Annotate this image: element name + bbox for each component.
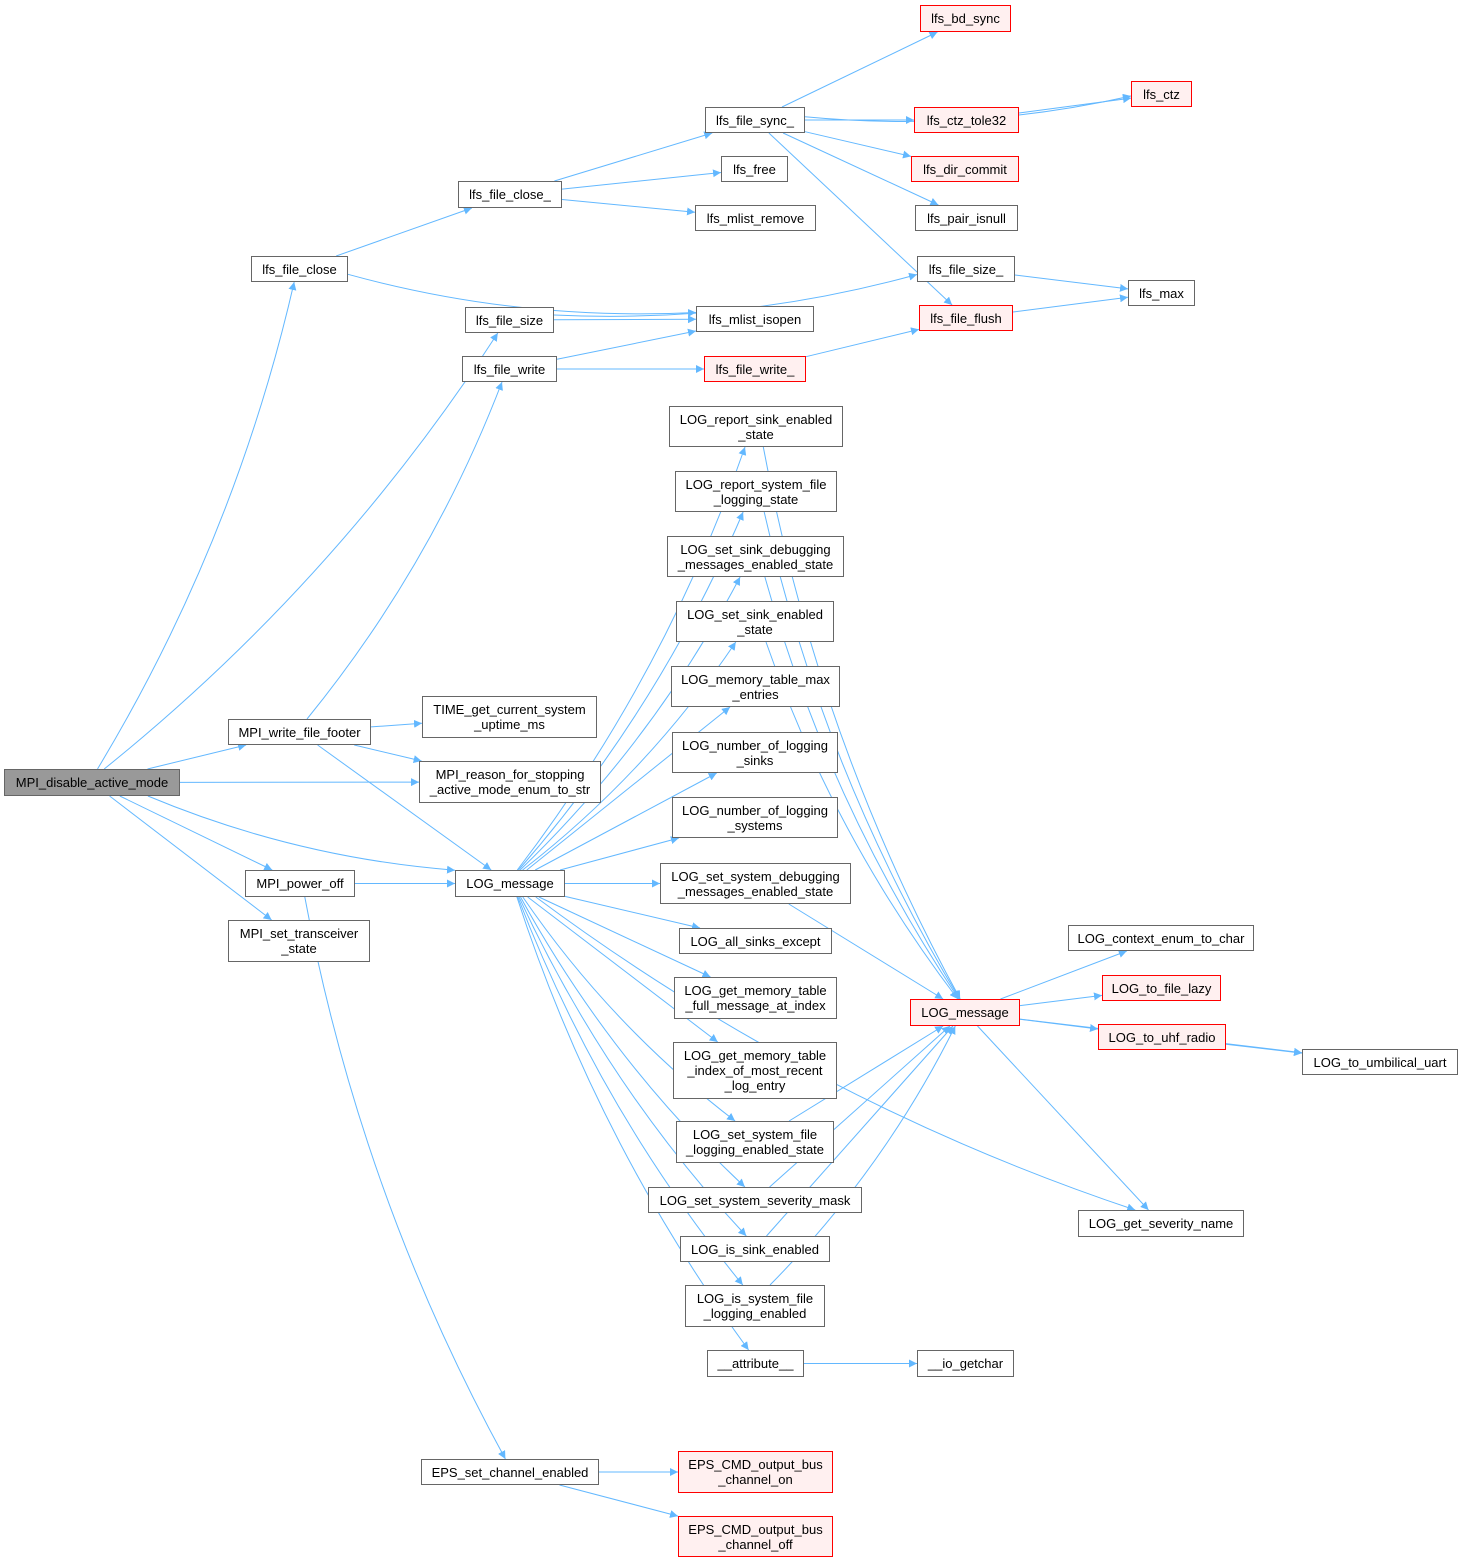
edge-lfs-file-sync--to-lfs-bd-sync <box>781 31 938 108</box>
edge-lfs-file-write-to-lfs-mlist-isopen <box>556 328 697 360</box>
node-log-get-mem-index-recent[interactable]: LOG_get_memory_table _index_of_most_rece… <box>673 1042 837 1099</box>
node-log-report-sink-enabled-state[interactable]: LOG_report_sink_enabled _state <box>669 406 843 447</box>
edge-lfs-file-flush-to-lfs-max <box>1012 294 1129 313</box>
node-log-memory-table-max-entries[interactable]: LOG_memory_table_max _entries <box>671 666 840 707</box>
node-lfs-file-flush[interactable]: lfs_file_flush <box>919 305 1013 331</box>
edge-lfs-file-sync--to-lfs-pair-isnull <box>782 132 939 206</box>
edge-lfs-file-close-to-lfs-file-close- <box>336 206 473 257</box>
edge-log-message-a-to-log-memory-table-max-entries <box>526 706 731 871</box>
edge-mpi-disable-active-mode-to-mpi-write-file-footer <box>147 743 247 770</box>
edge-log-set-system-severity-mask-to-log-message-b <box>769 1025 951 1188</box>
edge-lfs-file-write--to-lfs-file-flush <box>805 327 920 358</box>
edge-mpi-disable-active-mode-to-mpi-power-off <box>119 795 273 871</box>
edge-log-to-uhf-radio-to-log-to-umbilical-uart <box>1225 1043 1303 1057</box>
node-log-to-file-lazy[interactable]: LOG_to_file_lazy <box>1102 975 1221 1001</box>
edge-lfs-file-close--to-lfs-free <box>561 169 722 190</box>
node-lfs-file-size[interactable]: lfs_file_size <box>465 307 554 333</box>
node-attribute[interactable]: __attribute__ <box>707 1350 804 1377</box>
edge-lfs-file-close--to-lfs-file-sync- <box>554 131 713 182</box>
node-mpi-reason-enum[interactable]: MPI_reason_for_stopping _active_mode_enu… <box>419 761 601 803</box>
node-log-message-a[interactable]: LOG_message <box>455 870 565 897</box>
edge-mpi-power-off-to-eps-set-channel-enabled <box>304 896 506 1460</box>
edge-mpi-disable-active-mode-to-log-message-a <box>147 795 456 874</box>
edge-log-report-system-file-logging-state-to-log-message-b <box>763 511 961 1000</box>
node-lfs-dir-commit[interactable]: lfs_dir_commit <box>911 156 1019 182</box>
node-log-set-sink-enabled-state[interactable]: LOG_set_sink_enabled _state <box>676 601 834 642</box>
edge-log-message-a-to-log-number-of-logging-systems <box>559 836 680 871</box>
node-log-context-enum-to-char[interactable]: LOG_context_enum_to_char <box>1068 925 1254 951</box>
edge-eps-set-channel-enabled-to-eps-cmd-off <box>559 1484 679 1518</box>
edge-mpi-disable-active-mode-to-lfs-file-close <box>97 281 297 770</box>
node-log-report-system-file-logging-state[interactable]: LOG_report_system_file _logging_state <box>675 471 837 512</box>
edge-mpi-write-file-footer-to-lfs-file-write <box>306 381 503 720</box>
node-log-is-system-file-logging-enabled[interactable]: LOG_is_system_file _logging_enabled <box>685 1285 825 1327</box>
edge-lfs-file-sync--to-lfs-dir-commit <box>804 131 912 159</box>
node-lfs-pair-isnull[interactable]: lfs_pair_isnull <box>915 205 1018 231</box>
edge-log-message-a-to-log-get-mem-full-msg <box>538 896 711 978</box>
node-log-get-severity-name[interactable]: LOG_get_severity_name <box>1078 1210 1244 1237</box>
node-lfs-free[interactable]: lfs_free <box>721 156 788 182</box>
node-lfs-file-close[interactable]: lfs_file_close <box>251 256 348 282</box>
node-time-get-uptime[interactable]: TIME_get_current_system _uptime_ms <box>422 696 597 738</box>
node-log-message-b[interactable]: LOG_message <box>910 999 1020 1026</box>
edge-lfs-file-size--to-lfs-max <box>1014 274 1129 292</box>
node-log-get-mem-full-msg[interactable]: LOG_get_memory_table _full_message_at_in… <box>674 977 837 1019</box>
edge-log-message-b-to-log-get-severity-name <box>977 1025 1149 1211</box>
node-lfs-file-size-[interactable]: lfs_file_size_ <box>917 256 1015 282</box>
node-eps-cmd-off[interactable]: EPS_CMD_output_bus _channel_off <box>678 1516 833 1557</box>
node-lfs-file-write-[interactable]: lfs_file_write_ <box>704 356 806 382</box>
edge-log-message-b-to-log-context-enum-to-char <box>1000 950 1127 1000</box>
node-log-set-system-file-logging[interactable]: LOG_set_system_file _logging_enabled_sta… <box>676 1121 834 1163</box>
edge-log-report-sink-enabled-state-to-log-message-b <box>762 446 961 1000</box>
node-log-set-system-debugging[interactable]: LOG_set_system_debugging _messages_enabl… <box>660 863 851 904</box>
edge-lfs-ctz-tole32-to-lfs-ctz <box>1018 95 1132 114</box>
node-log-number-of-logging-sinks[interactable]: LOG_number_of_logging _sinks <box>672 732 838 773</box>
node-lfs-file-write[interactable]: lfs_file_write <box>462 356 557 382</box>
node-log-to-uhf-radio[interactable]: LOG_to_uhf_radio <box>1098 1024 1226 1050</box>
node-lfs-mlist-remove[interactable]: lfs_mlist_remove <box>695 205 816 231</box>
edge-log-message-a-to-log-number-of-logging-sinks <box>534 772 717 871</box>
node-mpi-disable-active-mode[interactable]: MPI_disable_active_mode <box>4 769 180 796</box>
node-eps-cmd-on[interactable]: EPS_CMD_output_bus _channel_on <box>678 1451 833 1493</box>
edge-mpi-disable-active-mode-to-lfs-file-size <box>103 332 499 770</box>
edge-lfs-file-close--to-lfs-mlist-remove <box>561 199 696 216</box>
node-log-set-system-severity-mask[interactable]: LOG_set_system_severity_mask <box>648 1187 862 1213</box>
edge-lfs-file-sync--to-lfs-file-flush <box>768 132 953 306</box>
node-lfs-max[interactable]: lfs_max <box>1128 280 1195 306</box>
node-log-is-sink-enabled[interactable]: LOG_is_sink_enabled <box>680 1236 830 1262</box>
node-eps-set-channel-enabled[interactable]: EPS_set_channel_enabled <box>421 1459 599 1485</box>
node-lfs-file-close-[interactable]: lfs_file_close_ <box>458 181 562 208</box>
node-mpi-set-transceiver-state[interactable]: MPI_set_transceiver _state <box>228 920 370 962</box>
node-lfs-ctz-tole32[interactable]: lfs_ctz_tole32 <box>914 107 1019 133</box>
node-mpi-write-file-footer[interactable]: MPI_write_file_footer <box>228 719 371 745</box>
node-lfs-ctz[interactable]: lfs_ctz <box>1131 81 1192 107</box>
node-log-set-sink-debugging[interactable]: LOG_set_sink_debugging _messages_enabled… <box>667 536 844 577</box>
node-lfs-bd-sync[interactable]: lfs_bd_sync <box>920 5 1011 32</box>
edge-log-message-b-to-log-to-file-lazy <box>1019 992 1103 1007</box>
edge-mpi-write-file-footer-to-mpi-reason-enum <box>354 744 422 764</box>
edge-mpi-write-file-footer-to-time-get-uptime <box>370 719 423 728</box>
node-log-number-of-logging-systems[interactable]: LOG_number_of_logging _systems <box>672 797 838 838</box>
edge-log-message-a-to-log-all-sinks-except <box>564 895 701 931</box>
node-lfs-mlist-isopen[interactable]: lfs_mlist_isopen <box>696 306 814 332</box>
node-lfs-file-sync-[interactable]: lfs_file_sync_ <box>705 107 805 133</box>
edge-lfs-file-size-to-lfs-mlist-isopen <box>553 315 697 324</box>
edge-mpi-disable-active-mode-to-mpi-set-transceiver-state <box>109 795 272 921</box>
edge-mpi-write-file-footer-to-log-message-a <box>317 744 492 871</box>
node-io-getchar[interactable]: __io_getchar <box>917 1350 1014 1377</box>
node-log-all-sinks-except[interactable]: LOG_all_sinks_except <box>679 928 832 954</box>
node-mpi-power-off[interactable]: MPI_power_off <box>245 870 355 897</box>
node-log-to-umbilical-uart[interactable]: LOG_to_umbilical_uart <box>1302 1049 1458 1075</box>
edge-log-set-system-file-logging-to-log-message-b <box>788 1025 944 1122</box>
edge-log-set-system-debugging-to-log-message-b <box>788 903 944 1000</box>
edge-log-message-a-to-log-get-mem-index-recent <box>527 896 719 1043</box>
